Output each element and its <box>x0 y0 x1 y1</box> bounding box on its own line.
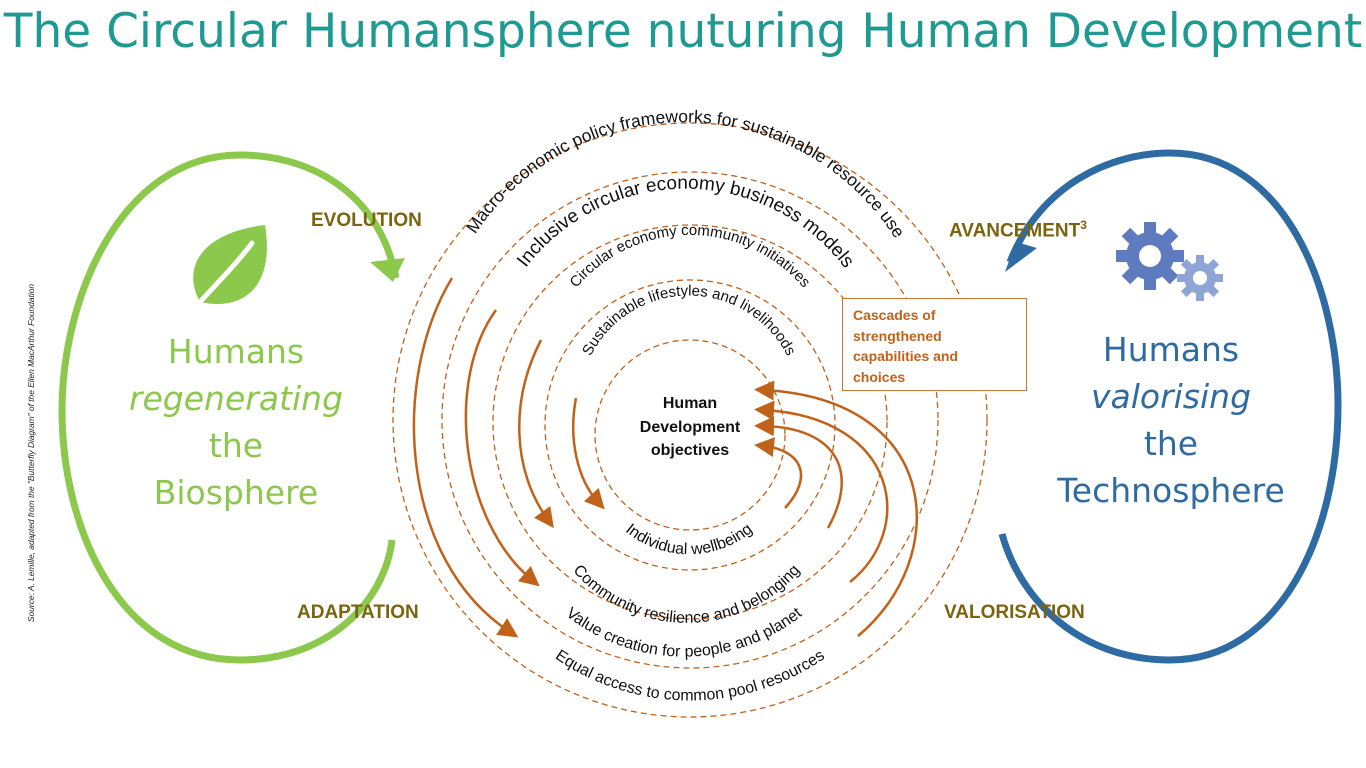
label-community-resilience: Community resilience and belonging <box>570 562 804 627</box>
technosphere-arrowhead <box>1005 242 1037 272</box>
biosphere-loop <box>58 151 405 664</box>
cascade-line-3: capabilities and <box>853 348 959 364</box>
center-line-2: Development <box>639 418 741 436</box>
biosphere-line-3: the <box>208 426 264 465</box>
label-sustainable-lifestyles: Sustainable lifestyles and livelihoods <box>579 282 799 358</box>
adaptation-label: ADAPTATION <box>297 602 419 623</box>
technosphere-line-1: Humans <box>1102 330 1240 369</box>
page-title: The Circular Humansphere nuturing Human … <box>3 4 1363 59</box>
technosphere-loop <box>998 149 1342 664</box>
technosphere-text: Humans valorising the Technosphere <box>1040 326 1302 514</box>
gears-icon <box>1116 222 1223 301</box>
technosphere-line-2: valorising <box>1090 377 1252 416</box>
biosphere-line-2: regenerating <box>128 379 344 418</box>
biosphere-line-4: Biosphere <box>153 473 319 512</box>
dashed-rings <box>392 122 988 718</box>
spiral-arrows-left <box>412 277 605 638</box>
center-line-1: Human <box>662 395 718 412</box>
biosphere-arrowhead <box>370 258 405 282</box>
center-line-3: objectives <box>650 442 730 459</box>
cascade-line-2: strengthened <box>853 327 942 344</box>
cascade-line-4: choices <box>853 368 906 385</box>
valorisation-label: VALORISATION <box>944 602 1085 623</box>
evolution-label: EVOLUTION <box>311 210 422 231</box>
cascade-box: Cascades of strengthened capabilities an… <box>842 298 1027 391</box>
cascade-line-1: Cascades of <box>853 307 936 323</box>
biosphere-line-1: Humans <box>167 332 305 371</box>
label-individual-wellbeing: Individual wellbeing <box>622 521 755 559</box>
technosphere-line-3: the <box>1143 424 1199 463</box>
human-development-objectives: Human Development objectives <box>600 392 780 463</box>
spiral-arrows-right <box>754 380 919 637</box>
biosphere-text: Humans regenerating the Biosphere <box>118 328 354 516</box>
avancement-label: AVANCEMENT3 <box>949 218 1087 242</box>
leaf-icon <box>193 225 267 305</box>
technosphere-line-4: Technosphere <box>1057 471 1285 510</box>
